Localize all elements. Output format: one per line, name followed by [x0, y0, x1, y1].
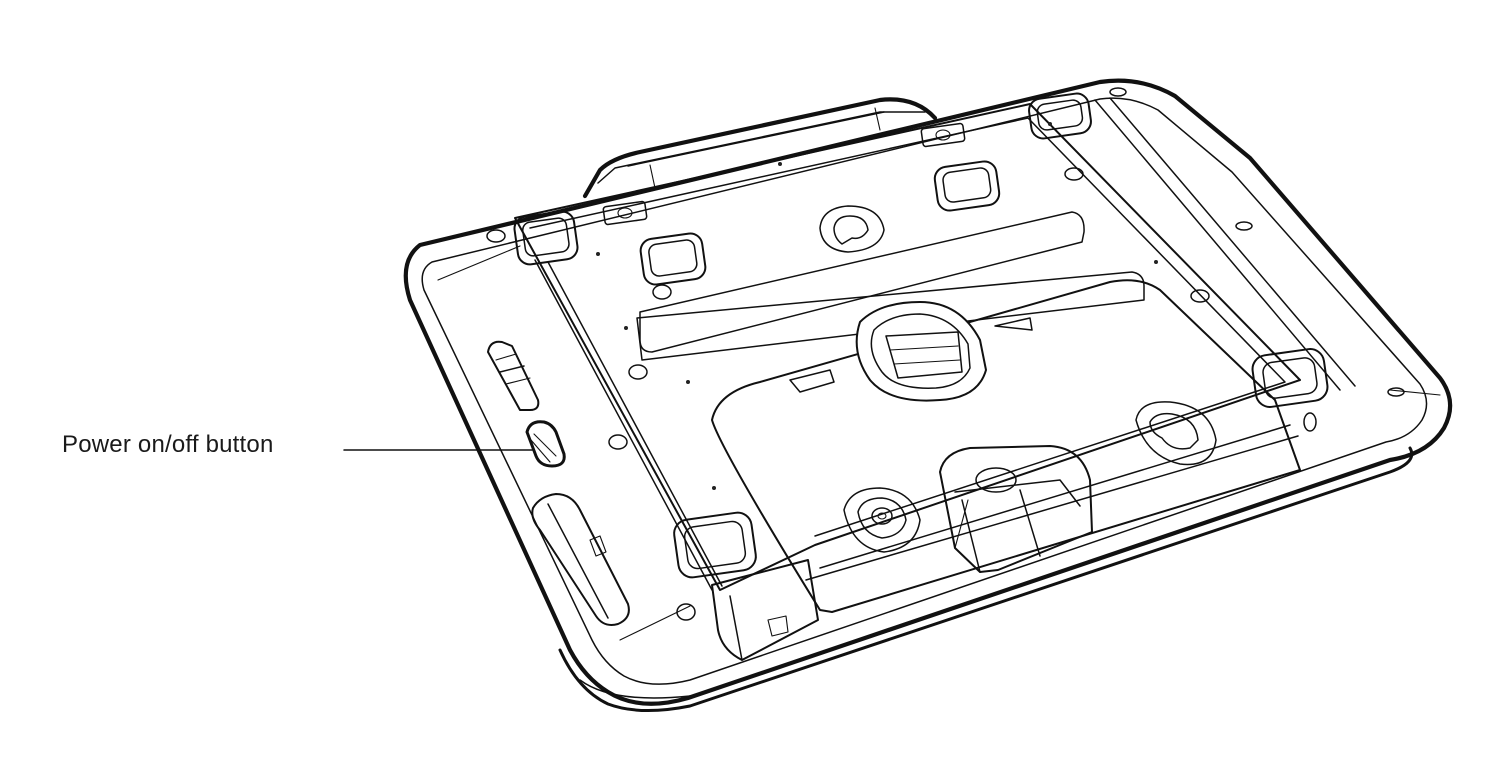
small-pads [602, 122, 966, 226]
dock-recess [711, 279, 1301, 613]
keyhole-slot-top [819, 205, 885, 253]
volume-buttons [487, 340, 540, 411]
upper-slot [636, 271, 1145, 361]
rubber-foot-mid-left [639, 232, 707, 286]
rear-top-tab [582, 97, 938, 199]
side-port-cover [531, 493, 630, 626]
rubber-foot-bottom-left [673, 511, 757, 579]
screw-boss-left [843, 487, 921, 553]
arrow-markers [789, 317, 1033, 393]
connector-block [939, 445, 1093, 573]
main-slot [639, 211, 1085, 353]
mounting-plate [437, 97, 1441, 641]
power-button-icon[interactable] [525, 420, 566, 468]
screw-holes [486, 87, 1405, 621]
keyhole-slot-right [1135, 401, 1217, 466]
rubber-foot-top-left [513, 210, 579, 266]
small-dots [596, 122, 1158, 490]
rubber-foot-bottom-right [1251, 348, 1329, 408]
rubber-foot-top-right [1028, 92, 1092, 140]
rubber-foot-mid-right [933, 160, 1001, 212]
front-edge-block [711, 559, 819, 661]
power-button-callout-label: Power on/off button [62, 431, 274, 458]
device-body-outline [403, 78, 1453, 712]
center-latch [855, 301, 987, 402]
